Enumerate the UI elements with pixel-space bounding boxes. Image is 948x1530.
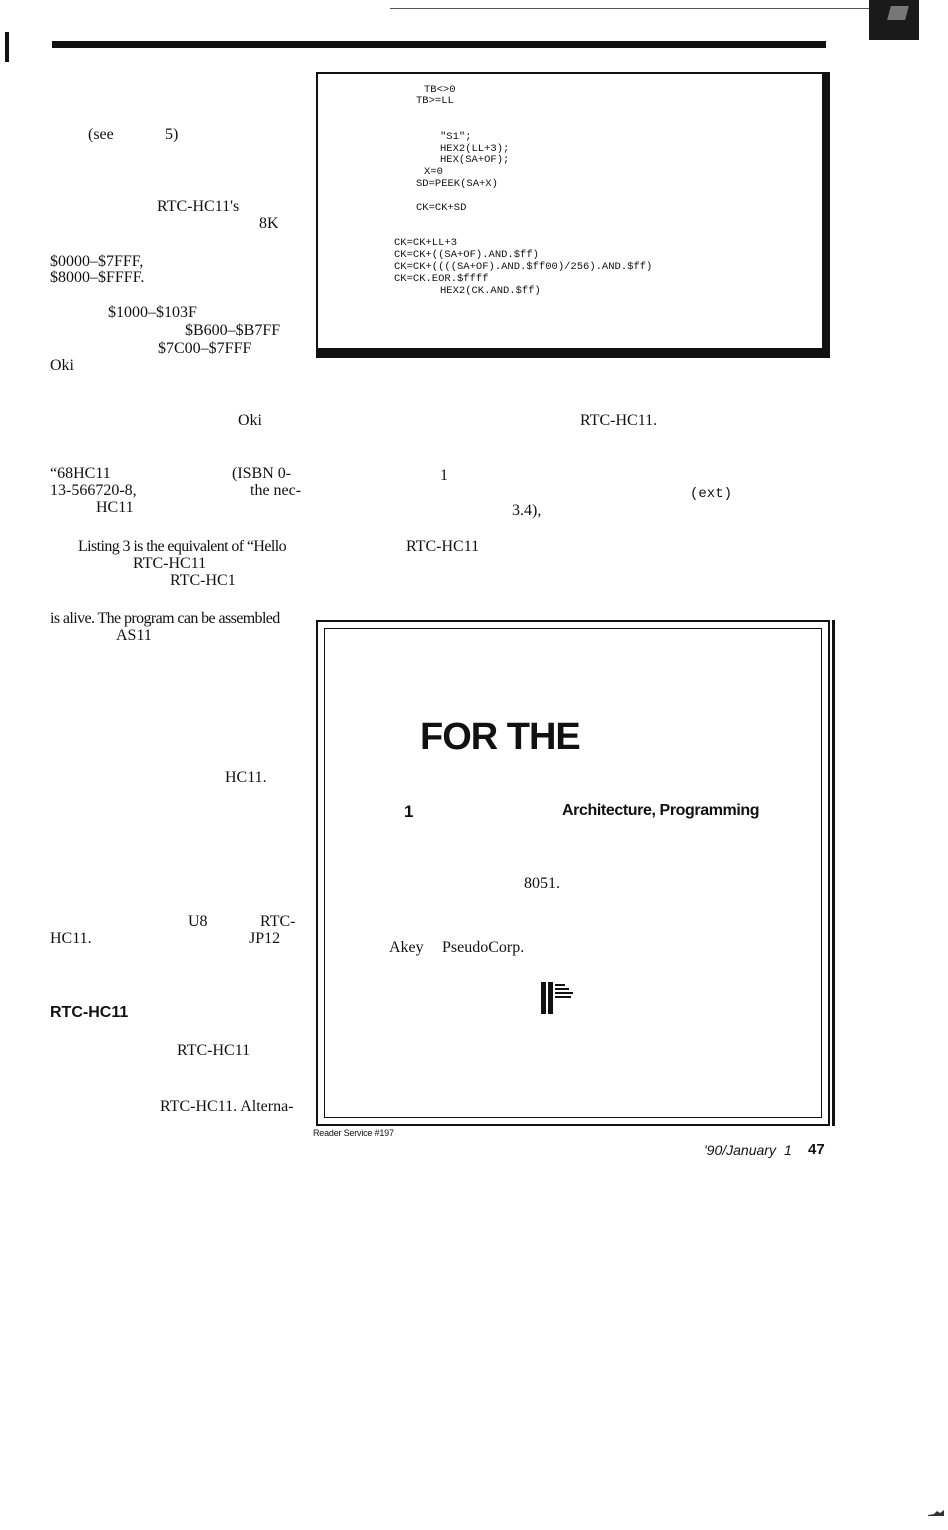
text-fragment: RTC-HC11 xyxy=(177,1042,251,1059)
code-line: CK=CK.EOR.$ffff xyxy=(394,273,489,285)
text-fragment: “68HC11 xyxy=(50,465,111,482)
margin-bar xyxy=(5,32,9,62)
text-fragment: 8K xyxy=(259,215,279,232)
ad-number: 1 xyxy=(404,802,414,821)
corner-tab xyxy=(869,0,919,40)
text-fragment: HC11. xyxy=(50,930,92,947)
code-listing-box xyxy=(316,72,830,358)
text-fragment: JP12 xyxy=(249,930,281,947)
code-line: CK=CK+LL+3 xyxy=(394,237,458,249)
code-line: X=0 xyxy=(424,166,443,178)
ad-text: PseudoCorp. xyxy=(442,939,525,956)
header-hairline xyxy=(390,8,870,9)
text-fragment: RTC-HC11. xyxy=(580,412,658,429)
advertisement xyxy=(316,620,830,1126)
text-fragment: is alive. The program can be assembled xyxy=(50,610,280,627)
issue-date: '90/January xyxy=(704,1142,776,1158)
text-fragment: RTC-HC11. Alterna- xyxy=(160,1098,294,1115)
ad-headline: FOR THE xyxy=(420,716,581,758)
scan-mark-icon xyxy=(928,1510,944,1516)
text-fragment: Listing 3 is the equivalent of “Hello xyxy=(78,538,287,555)
code-line: CK=CK+((SA+OF).AND.$ff) xyxy=(394,249,539,261)
section-heading: RTC-HC11 xyxy=(50,1004,129,1021)
text-fragment: RTC-HC11's xyxy=(157,198,240,215)
page-number: 47 xyxy=(808,1141,825,1158)
ad-inner-border xyxy=(324,628,822,1118)
ad-chip: 8051. xyxy=(524,875,560,892)
ad-text: Akey xyxy=(389,939,424,956)
footer-separator: 1 xyxy=(784,1142,792,1158)
reader-service-label: Reader Service #197 xyxy=(313,1128,394,1138)
code-line: SD=PEEK(SA+X) xyxy=(416,178,498,190)
text-fragment: RTC-HC11 xyxy=(406,538,480,555)
text-fragment: RTC-HC11 xyxy=(133,555,207,572)
text-fragment: RTC- xyxy=(260,913,296,930)
company-logo-icon xyxy=(541,982,587,1014)
text-fragment: $1000–$103F xyxy=(108,304,197,321)
text-fragment: $8000–$FFFF. xyxy=(50,269,145,286)
text-fragment: 13-566720-8, xyxy=(50,482,137,499)
code-line: CK=CK+((((SA+OF).AND.$ff00)/256).AND.$ff… xyxy=(394,261,653,273)
text-fragment: (ISBN 0- xyxy=(232,465,292,482)
ad-subhead: Architecture, Programming xyxy=(562,802,760,819)
code-line: CK=CK+SD xyxy=(416,202,467,214)
text-fragment: (see xyxy=(88,126,114,143)
text-fragment: U8 xyxy=(188,913,208,930)
text-fragment: the nec- xyxy=(250,482,302,499)
text-fragment: RTC-HC1 xyxy=(170,572,236,589)
text-fragment: Oki xyxy=(50,357,74,374)
ad-edge xyxy=(832,620,835,1126)
code-line: HEX2(LL+3); xyxy=(440,143,510,155)
text-fragment: Oki xyxy=(238,412,262,429)
text-fragment: HC11 xyxy=(96,499,134,516)
text-fragment: 1 xyxy=(440,467,448,484)
text-fragment: HC11. xyxy=(225,769,267,786)
text-fragment: 3.4), xyxy=(512,502,542,519)
code-line: TB>=LL xyxy=(416,95,454,107)
text-fragment: $7C00–$7FFF xyxy=(158,340,252,357)
text-fragment: AS11 xyxy=(116,627,152,644)
text-fragment: $B600–$B7FF xyxy=(185,322,281,339)
code-line: HEX2(CK.AND.$ff) xyxy=(440,285,541,297)
header-rule xyxy=(52,41,826,48)
text-fragment: 5) xyxy=(165,126,179,143)
text-fragment: (ext) xyxy=(690,486,733,502)
code-line: HEX(SA+OF); xyxy=(440,154,510,166)
text-fragment: $0000–$7FFF, xyxy=(50,253,144,270)
code-line: "S1"; xyxy=(440,131,472,143)
code-line: TB<>0 xyxy=(424,84,456,96)
